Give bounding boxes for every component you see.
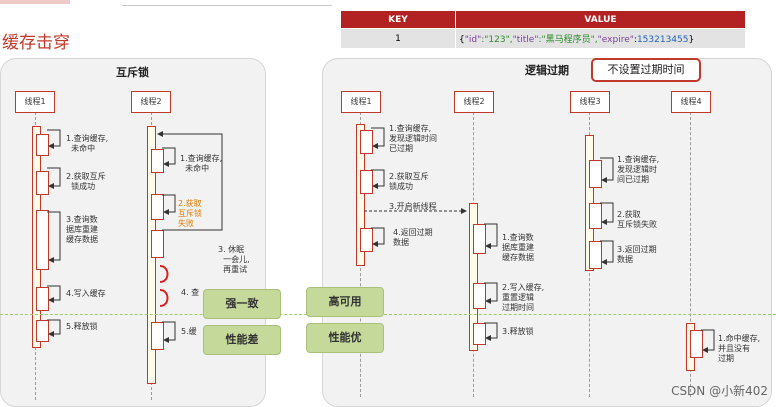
logical-expire-panel-title: 逻辑过期	[525, 64, 569, 77]
table-row: 1 {"id":"123","title":"黑马程序员","expire":1…	[340, 28, 746, 49]
step-box	[360, 170, 373, 194]
step-box	[690, 330, 703, 358]
right-t3-step2: 2.获取 互斥锁失败	[617, 210, 657, 229]
left-t1-step2: 2.获取互斥 锁成功	[66, 172, 106, 191]
step-box	[589, 160, 602, 188]
json-val-title: :"黑马程序员",	[538, 35, 598, 45]
strong-consistency-label: 强一致	[203, 289, 281, 319]
step-box	[151, 230, 164, 258]
right-t2-step2: 2.写入缓存, 重置逻辑 过期时间	[502, 283, 545, 312]
left-thread1-box: 线程1	[15, 91, 55, 113]
right-t4-step1: 1.命中缓存, 并且没有 过期	[718, 334, 761, 363]
high-availability-label: 高可用	[306, 287, 384, 317]
json-val-id: :"123",	[481, 35, 513, 45]
right-t1-step1: 1.查询缓存, 发现逻辑时间 已过期	[389, 124, 437, 153]
top-rule	[122, 5, 332, 6]
kv-header-key: KEY	[340, 10, 456, 29]
step-box	[473, 323, 486, 345]
step-box	[151, 194, 164, 220]
right-t1-step2: 2.获取互斥 锁成功	[389, 172, 429, 191]
step-box	[589, 203, 602, 229]
mutex-panel-title: 互斥锁	[116, 66, 149, 79]
divider-line	[0, 314, 776, 315]
left-t2-step5: 5.缓	[181, 327, 197, 336]
step-box	[473, 283, 486, 309]
step-box	[360, 228, 373, 252]
json-key-title: "title"	[512, 35, 539, 45]
step-box	[36, 210, 49, 270]
right-t1-step3: 3.开启新线程	[389, 202, 437, 211]
poor-performance-label: 性能差	[203, 325, 281, 355]
activation-bar	[469, 203, 478, 351]
right-t3-step1: 1.查询缓存, 发现逻辑时 间已过期	[617, 155, 660, 184]
json-brace: {	[459, 35, 465, 45]
json-brace: }	[688, 35, 695, 45]
json-val-expire: 153213455	[636, 35, 689, 45]
right-t1-step4: 4.返回过期 数据	[393, 228, 433, 247]
step-box	[473, 224, 486, 254]
left-t2-step3: 3. 休眠 一会儿, 再重试	[218, 245, 250, 274]
right-thread4-box: 线程4	[671, 91, 711, 113]
step-box	[360, 130, 373, 154]
right-thread1-box: 线程1	[341, 91, 381, 113]
left-t1-step3: 3.查询数 据库重建 缓存数据	[66, 215, 98, 244]
left-t2-step4: 4. 查	[181, 288, 200, 297]
lifeline-right-thread4	[690, 112, 691, 397]
no-expire-badge: 不设置过期时间	[591, 58, 701, 82]
cache-kv-table: KEY VALUE 1 {"id":"123","title":"黑马程序员",…	[340, 10, 746, 49]
left-thread2-box: 线程2	[131, 91, 171, 113]
right-thread3-box: 线程3	[570, 91, 610, 113]
right-t2-step1: 1.查询数 据库重建 缓存数据	[502, 233, 534, 262]
left-t1-step4: 4.写入缓存	[66, 289, 106, 298]
good-performance-label: 性能优	[306, 323, 384, 353]
left-t1-step5: 5.释放锁	[66, 322, 98, 331]
activation-bar	[356, 124, 365, 266]
json-colon: :	[633, 35, 637, 45]
page-title: 缓存击穿	[2, 33, 70, 53]
watermark: CSDN @小新402	[671, 384, 768, 398]
left-t1-step1: 1.查询缓存, 未命中	[66, 134, 109, 153]
step-box	[589, 241, 602, 269]
step-box	[151, 322, 164, 350]
right-t3-step3: 3.返回过期 数据	[617, 245, 657, 264]
right-t2-step3: 3.释放锁	[502, 327, 534, 336]
kv-cell-value: {"id":"123","title":"黑马程序员","expire":153…	[455, 28, 746, 49]
json-key-expire: "expire"	[597, 35, 634, 45]
kv-cell-key: 1	[340, 28, 456, 49]
right-thread2-box: 线程2	[454, 91, 494, 113]
left-t2-step1: 1.查询缓存, 未命中	[180, 154, 223, 173]
json-key-id: "id"	[464, 35, 482, 45]
left-t2-step2: 2.获取 互斥锁 失败	[178, 199, 202, 228]
top-fragment	[0, 0, 70, 4]
